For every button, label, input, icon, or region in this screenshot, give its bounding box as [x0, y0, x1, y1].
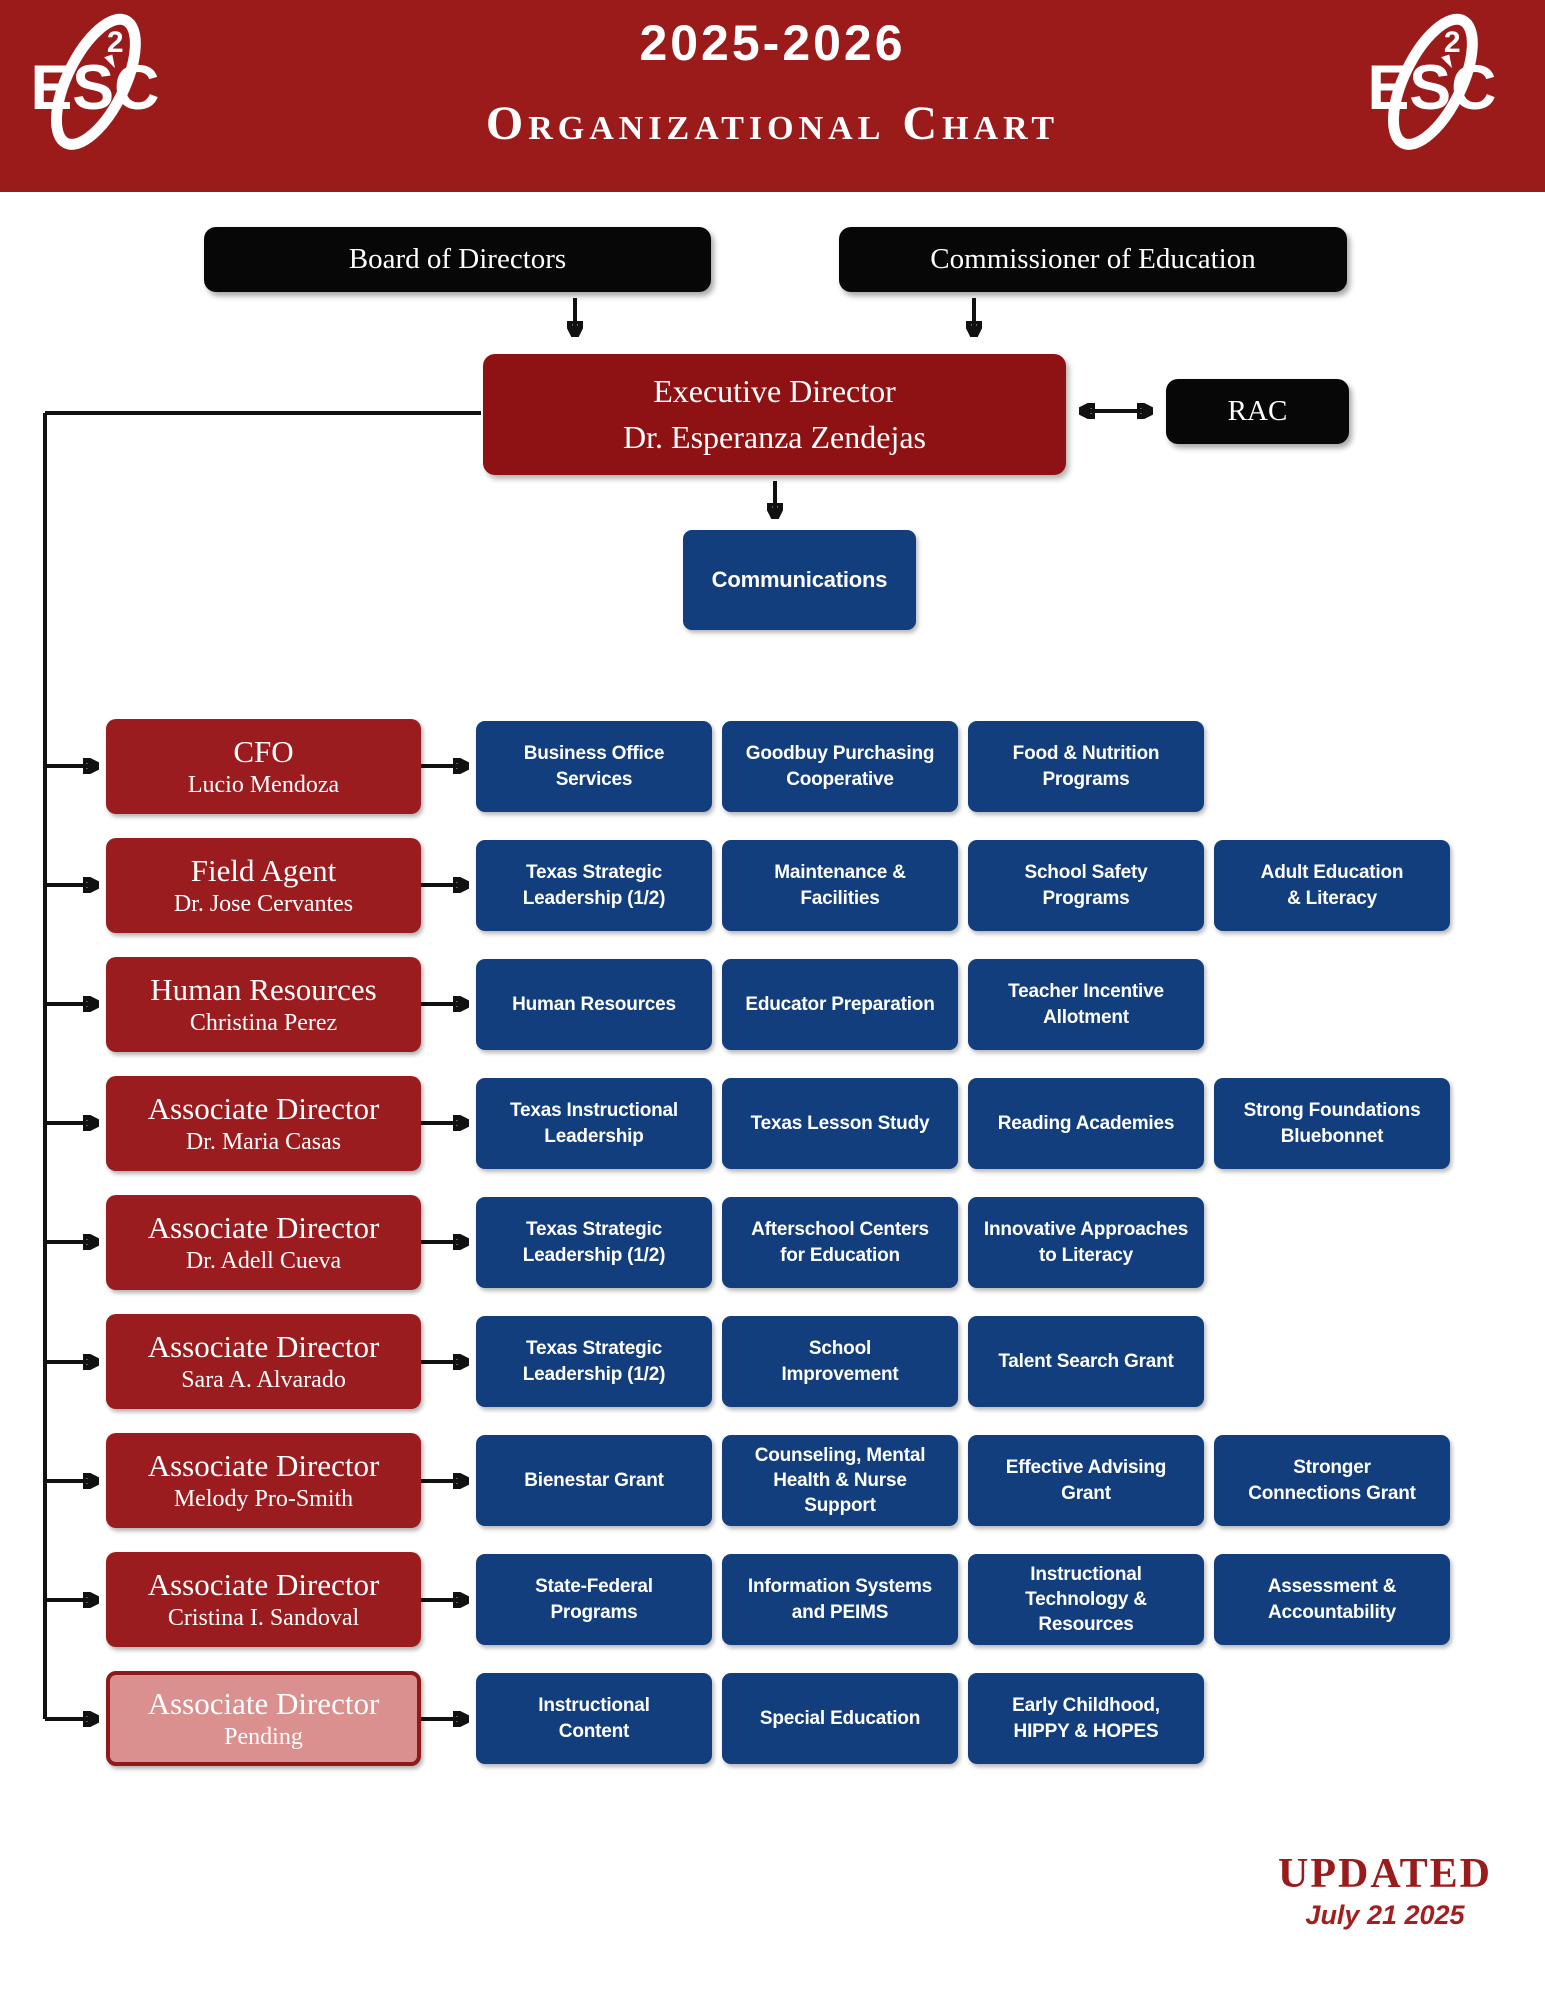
role-title: Associate Director: [147, 1567, 380, 1602]
org-row-associate-director-alvarado: Associate Director Sara A. Alvarado Texa…: [0, 1302, 1545, 1421]
role-title: Associate Director: [147, 1448, 380, 1483]
department-head-box: Human Resources Christina Perez: [106, 957, 421, 1052]
role-title: CFO: [233, 734, 294, 769]
org-row-associate-director-pro-smith: Associate Director Melody Pro-Smith Bien…: [0, 1421, 1545, 1540]
communications-box: Communications: [683, 530, 916, 630]
program-box: Food & Nutrition Programs: [968, 721, 1204, 812]
program-box: Instructional Technology & Resources: [968, 1554, 1204, 1645]
program-box: Texas Strategic Leadership (1/2): [476, 1316, 712, 1407]
board-of-directors-box: Board of Directors: [204, 227, 711, 292]
org-row-human-resources: Human Resources Christina Perez Human Re…: [0, 945, 1545, 1064]
org-row-associate-director-sandoval: Associate Director Cristina I. Sandoval …: [0, 1540, 1545, 1659]
esc-logo-icon: ESC 2: [1362, 10, 1512, 155]
program-box: Effective Advising Grant: [968, 1435, 1204, 1526]
person-name: Melody Pro-Smith: [173, 1486, 354, 1512]
program-box: Afterschool Centers for Education: [722, 1197, 958, 1288]
role-title: Human Resources: [150, 972, 377, 1007]
commissioner-of-education-box: Commissioner of Education: [839, 227, 1347, 292]
department-head-box: Associate Director Sara A. Alvarado: [106, 1314, 421, 1409]
program-box: Educator Preparation: [722, 959, 958, 1050]
svg-text:2: 2: [1444, 26, 1461, 59]
program-box: Texas Instructional Leadership: [476, 1078, 712, 1169]
page-title: Organizational Chart: [485, 97, 1060, 150]
person-name: Dr. Maria Casas: [185, 1129, 342, 1155]
program-box: Early Childhood, HIPPY & HOPES: [968, 1673, 1204, 1764]
program-box: Adult Education & Literacy: [1214, 840, 1450, 931]
person-name: Sara A. Alvarado: [181, 1367, 346, 1393]
program-box: Stronger Connections Grant: [1214, 1435, 1450, 1526]
program-box: Teacher Incentive Allotment: [968, 959, 1204, 1050]
person-name: Christina Perez: [189, 1010, 338, 1036]
role-title: Associate Director: [147, 1091, 380, 1126]
program-box: Bienestar Grant: [476, 1435, 712, 1526]
department-head-box: Associate Director Dr. Maria Casas: [106, 1076, 421, 1171]
department-head-box: Associate Director Melody Pro-Smith: [106, 1433, 421, 1528]
executive-director-name: Dr. Esperanza Zendejas: [623, 419, 926, 455]
org-row-field-agent: Field Agent Dr. Jose Cervantes Texas Str…: [0, 826, 1545, 945]
executive-director-box: Executive Director Dr. Esperanza Zendeja…: [483, 354, 1066, 475]
role-title: Associate Director: [147, 1210, 380, 1245]
org-row-cfo: CFO Lucio Mendoza Business Office Servic…: [0, 707, 1545, 826]
role-title: Associate Director: [147, 1329, 380, 1364]
program-box: Business Office Services: [476, 721, 712, 812]
org-row-associate-director-casas: Associate Director Dr. Maria Casas Texas…: [0, 1064, 1545, 1183]
org-row-associate-director-cueva: Associate Director Dr. Adell Cueva Texas…: [0, 1183, 1545, 1302]
role-title: Field Agent: [190, 853, 337, 888]
program-box: Information Systems and PEIMS: [722, 1554, 958, 1645]
person-name: Dr. Adell Cueva: [185, 1248, 342, 1274]
program-box: Texas Lesson Study: [722, 1078, 958, 1169]
person-name: Pending: [224, 1724, 303, 1750]
person-name: Lucio Mendoza: [187, 772, 340, 798]
program-box: Goodbuy Purchasing Cooperative: [722, 721, 958, 812]
program-box: Strong Foundations Bluebonnet: [1214, 1078, 1450, 1169]
program-box: Maintenance & Facilities: [722, 840, 958, 931]
program-box: Talent Search Grant: [968, 1316, 1204, 1407]
program-box: Texas Strategic Leadership (1/2): [476, 1197, 712, 1288]
program-box: Innovative Approaches to Literacy: [968, 1197, 1204, 1288]
program-box: Texas Strategic Leadership (1/2): [476, 840, 712, 931]
department-head-box: Associate Director Dr. Adell Cueva: [106, 1195, 421, 1290]
svg-text:2: 2: [107, 26, 124, 59]
department-head-box: Associate Director Cristina I. Sandoval: [106, 1552, 421, 1647]
person-name: Dr. Jose Cervantes: [173, 891, 354, 917]
header-year: 2025-2026: [639, 15, 906, 71]
program-box: Counseling, Mental Health & Nurse Suppor…: [722, 1435, 958, 1526]
updated-date: July 21 2025: [1305, 1900, 1465, 1930]
program-box: Reading Academies: [968, 1078, 1204, 1169]
updated-note: UPDATED July 21 2025: [1250, 1850, 1520, 1931]
program-box: School Improvement: [722, 1316, 958, 1407]
program-box: School Safety Programs: [968, 840, 1204, 931]
role-title: Associate Director: [147, 1686, 380, 1721]
person-name: Cristina I. Sandoval: [167, 1605, 360, 1631]
department-head-box: Field Agent Dr. Jose Cervantes: [106, 838, 421, 933]
esc-logo-icon: ESC 2: [25, 10, 175, 155]
program-box: State-Federal Programs: [476, 1554, 712, 1645]
org-row-associate-director-pending: Associate Director Pending Instructional…: [0, 1659, 1545, 1778]
program-box: Assessment & Accountability: [1214, 1554, 1450, 1645]
program-box: Special Education: [722, 1673, 958, 1764]
updated-label: UPDATED: [1278, 1851, 1492, 1897]
executive-director-title: Executive Director: [653, 373, 896, 409]
department-head-box-pending: Associate Director Pending: [106, 1671, 421, 1766]
header-banner: ESC 2 2025-2026 Organizational Chart ESC…: [0, 0, 1545, 192]
department-head-box: CFO Lucio Mendoza: [106, 719, 421, 814]
program-box: Human Resources: [476, 959, 712, 1050]
program-box: Instructional Content: [476, 1673, 712, 1764]
rac-box: RAC: [1166, 379, 1349, 444]
